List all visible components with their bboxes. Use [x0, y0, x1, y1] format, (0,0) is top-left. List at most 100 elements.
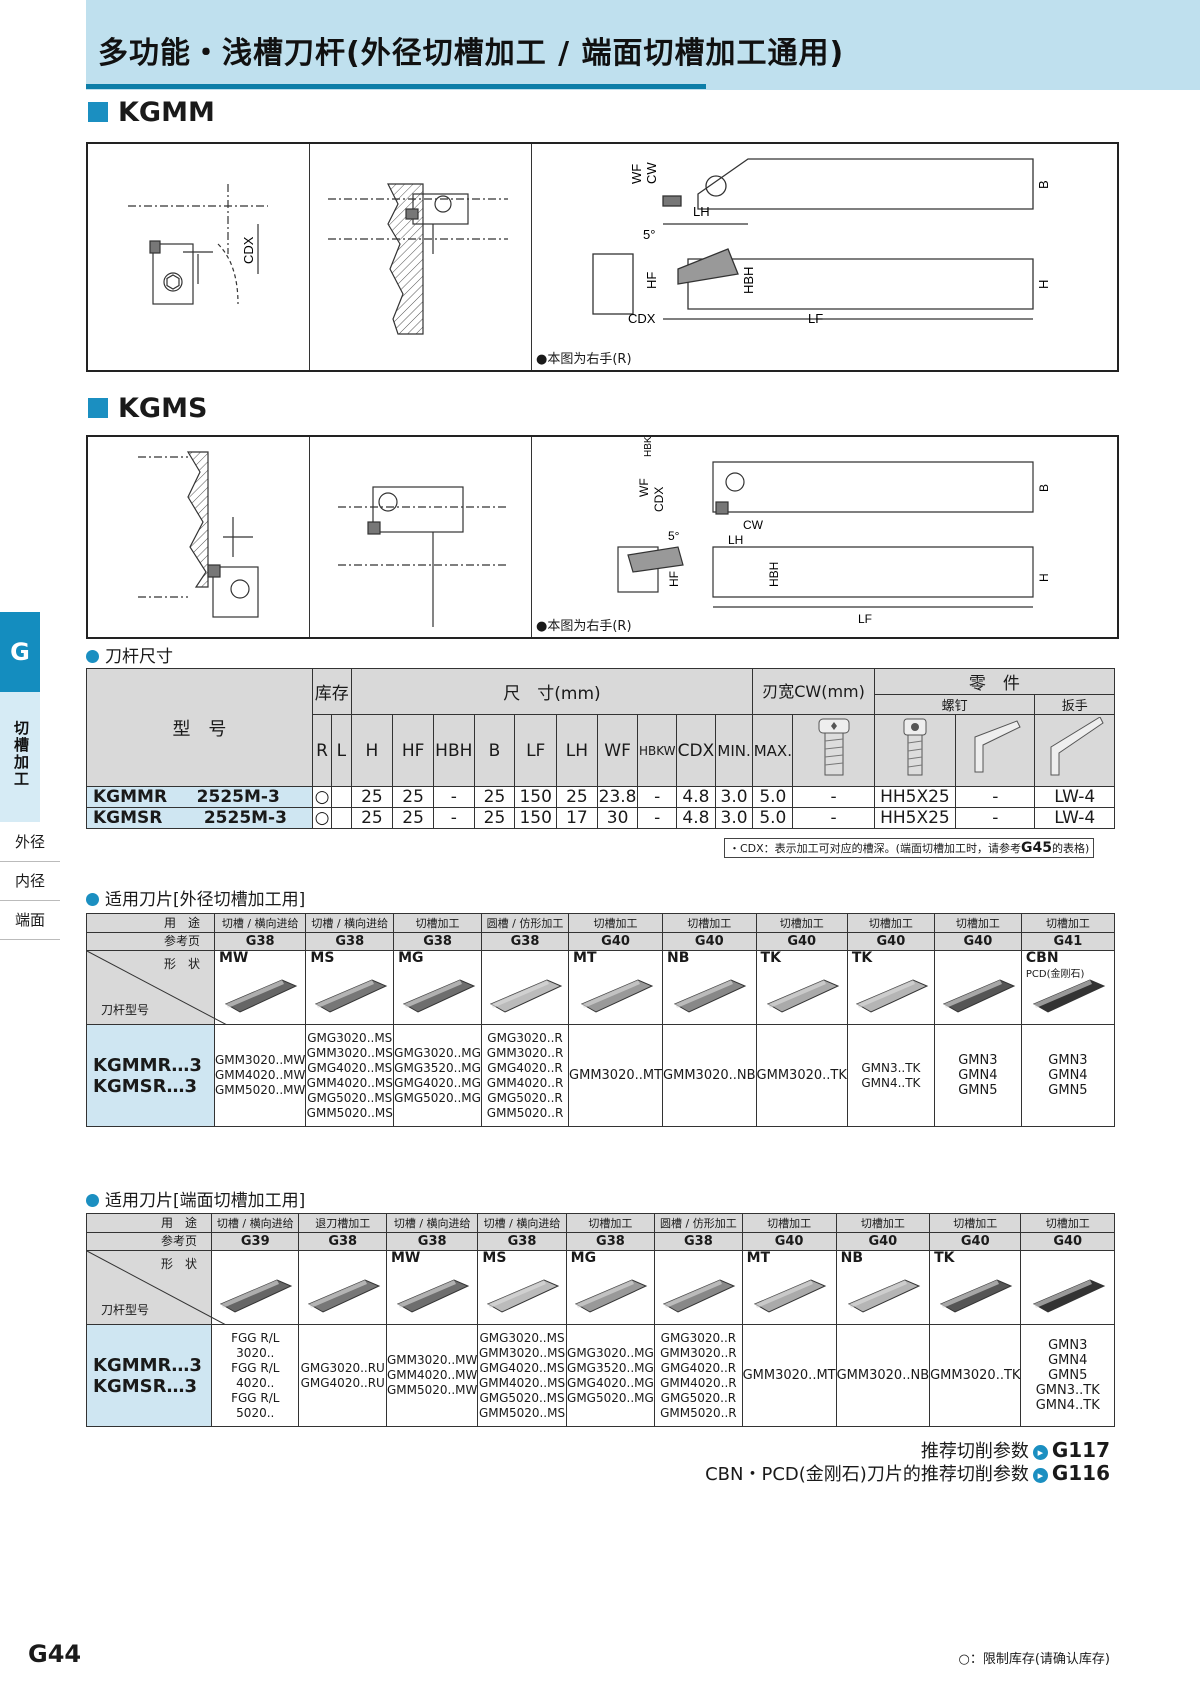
insert-item: GMN4..TK [861, 1075, 921, 1090]
insert-shape-icon [753, 1279, 827, 1313]
section-title-kgmm: KGMM [88, 97, 215, 128]
col-use: 切槽加工 [846, 913, 935, 933]
insert-item: GMG3020..MG [567, 1345, 654, 1360]
dims-cw-header: 刃宽CW(mm) [752, 668, 875, 715]
col-ref-page[interactable]: G38 [393, 932, 483, 951]
table-row-model[interactable]: KGMSR 2525M-3 [86, 807, 313, 829]
col-shape: MW [213, 950, 307, 1025]
arrow-circle-icon: ▸ [1032, 1445, 1048, 1460]
col-ref-page[interactable]: G38 [385, 1232, 479, 1251]
cell-part: HH5X25 [873, 807, 957, 829]
col-ref-page[interactable]: G38 [654, 1232, 743, 1251]
cell-hf: 25 [392, 786, 434, 808]
dim-label-b: B [1037, 484, 1051, 492]
col-use: 切槽加工 [565, 1213, 656, 1233]
dims-model-header: 型 号 [86, 668, 313, 787]
hex-key-short-icon [955, 714, 1036, 787]
side-item-inner[interactable]: 内径 [0, 862, 60, 901]
recommended-params-link[interactable]: 推荐切削参数▸G117 [920, 1438, 1110, 1462]
insert-code [655, 1251, 741, 1266]
dim-label-h: H [1036, 280, 1051, 289]
insert-code: TK [934, 1250, 955, 1266]
col-ref-page[interactable]: G39 [211, 1232, 300, 1251]
col-lf: LF [514, 714, 558, 787]
col-use: 切槽加工 [835, 1213, 931, 1233]
col-shape: NB [662, 950, 757, 1025]
dim-label-wf: WF [629, 164, 644, 184]
face-inserts-table: 用 途切槽 / 横向进给退刀槽加工切槽 / 横向进给切槽 / 横向进给切槽加工圆… [85, 1213, 1115, 1427]
cell-part: LW-4 [1034, 786, 1115, 808]
insert-item: GMM5020..MS [478, 1405, 566, 1420]
insert-item: GMN3 [1048, 1053, 1088, 1068]
ref-label: 参考页 [85, 1232, 213, 1251]
col-insert-list: GMM3020..TK [929, 1324, 1022, 1427]
insert-shape-icon [766, 979, 839, 1013]
insert-shape-icon [674, 979, 747, 1013]
col-ref-page[interactable]: G40 [929, 1232, 1022, 1251]
dim-label-hbkw: HBKW [643, 437, 654, 457]
col-shape: MG [393, 950, 483, 1025]
insert-item: GMM5020..R [486, 1105, 564, 1120]
dims-heading: 刀杆尺寸 [86, 642, 173, 667]
insert-item: GMG3020..RU [300, 1360, 385, 1375]
col-shape [481, 950, 570, 1025]
cbn-params-link[interactable]: CBN・PCD(金刚石)刀片的推荐切削参数▸G116 [705, 1461, 1110, 1485]
insert-item: GMG4020..R [660, 1360, 737, 1375]
dims-wrench-header: 扳手 [1034, 694, 1115, 715]
col-ref-page[interactable]: G40 [846, 932, 935, 951]
col-ref-page[interactable]: G40 [1020, 1232, 1115, 1251]
kgms-drawing: HBKW WF CDX CW B 5° LH HF HBH H LF [138, 437, 1051, 627]
table-row-model[interactable]: KGMMR 2525M-3 [86, 786, 313, 808]
col-shape [654, 1250, 743, 1325]
insert-shape-icon [225, 979, 298, 1013]
cell-lf: 150 [514, 807, 558, 829]
insert-code: NB [840, 1250, 863, 1266]
col-shape: MT [741, 1250, 837, 1325]
dim-label-hf: HF [644, 272, 659, 289]
use-label: 用 途 [86, 913, 215, 933]
col-ref-page[interactable]: G40 [568, 932, 664, 951]
header-underline [86, 84, 706, 89]
insert-item: GMM3020..R [486, 1045, 564, 1060]
col-use: 切槽加工 [662, 913, 757, 933]
cell-min: 3.0 [714, 807, 754, 829]
chapter-tab-g[interactable]: G [0, 612, 40, 692]
kgms-diagram-panel: HBKW WF CDX CW B 5° LH HF HBH H LF ●本图为右… [86, 435, 1119, 639]
col-b: B [473, 714, 516, 787]
ext-heading: 适用刀片[外径切槽加工用] [86, 885, 305, 910]
dim-label-angle: 5° [643, 227, 655, 242]
insert-item: GMN4 [1048, 1068, 1088, 1083]
col-ref-page[interactable]: G40 [741, 1232, 837, 1251]
col-shape: MS [305, 950, 395, 1025]
hex-key-long-icon [1034, 714, 1115, 787]
insert-item: GMN3..TK [1035, 1383, 1100, 1398]
col-ref-page[interactable]: G38 [305, 932, 395, 951]
side-item-outer[interactable]: 外径 [0, 823, 60, 862]
cell-part: - [792, 786, 875, 808]
col-ref-page[interactable]: G40 [933, 932, 1022, 951]
hex-screw-icon [873, 714, 957, 787]
side-item-face[interactable]: 端面 [0, 901, 60, 940]
dim-label-lf: LF [808, 311, 823, 326]
col-ref-page[interactable]: G41 [1020, 932, 1116, 951]
dim-label-wf: WF [637, 478, 651, 497]
col-use: 切槽加工 [933, 913, 1022, 933]
col-ref-page[interactable]: G38 [477, 1232, 567, 1251]
col-ref-page[interactable]: G40 [755, 932, 848, 951]
col-ref-page[interactable]: G38 [565, 1232, 656, 1251]
insert-item: GMM4020..MS [306, 1075, 393, 1090]
col-ref-page[interactable]: G38 [481, 932, 570, 951]
insert-item: FGG R/L 3020.. [231, 1330, 280, 1360]
insert-shape-icon [855, 979, 929, 1013]
col-ref-page[interactable]: G38 [298, 1232, 387, 1251]
insert-item: GMM3020..MT [569, 1068, 663, 1083]
insert-code: MT [746, 1250, 771, 1266]
col-ref-page[interactable]: G40 [662, 932, 757, 951]
col-ref-page[interactable]: G40 [835, 1232, 931, 1251]
insert-item: GMG4020..MS [479, 1360, 565, 1375]
cell-part: - [955, 807, 1036, 829]
col-ref-page[interactable]: G38 [213, 932, 307, 951]
